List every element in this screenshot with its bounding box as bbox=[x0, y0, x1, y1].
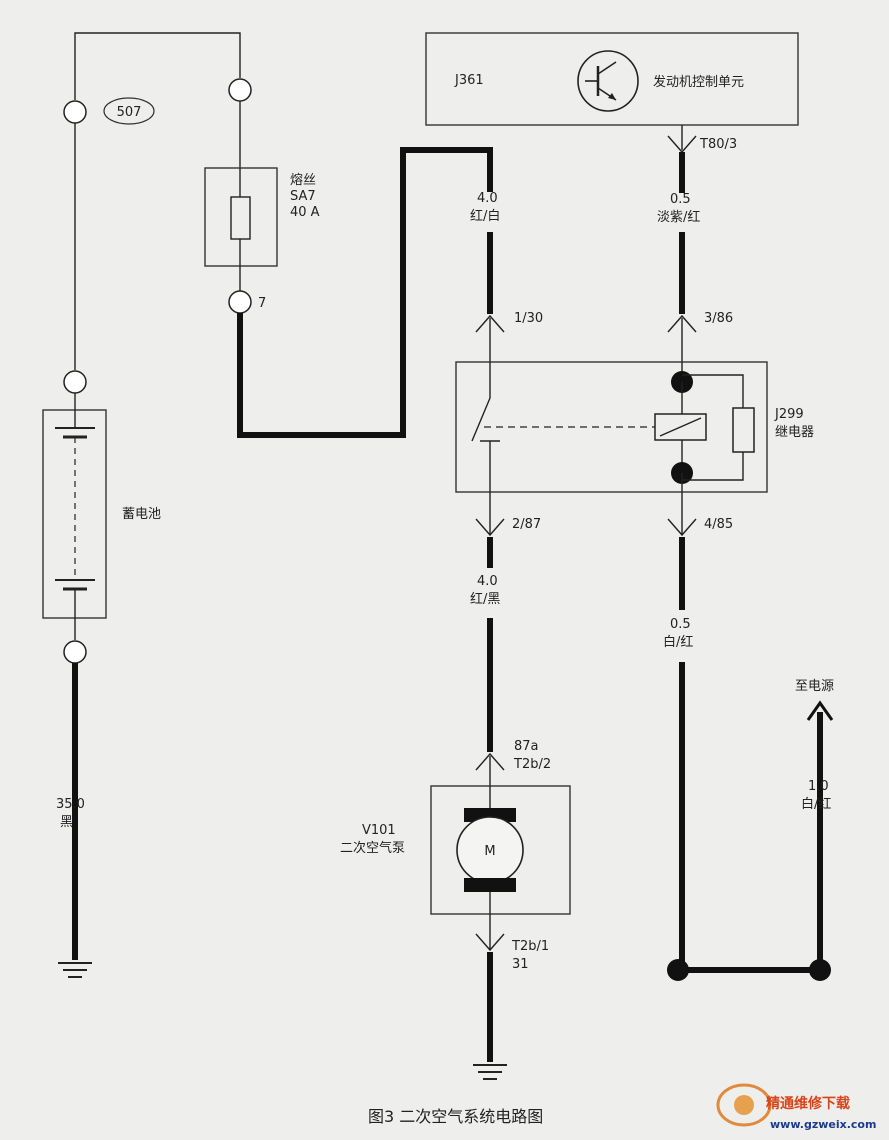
wire-fuse-relay-size: 4.0 bbox=[477, 191, 498, 206]
transistor-icon bbox=[577, 50, 639, 112]
wire-relay-power-size: 0.5 bbox=[670, 617, 691, 632]
terminal-circle bbox=[63, 100, 87, 124]
power-wire-size: 1.0 bbox=[808, 779, 829, 794]
terminal-circle bbox=[63, 370, 87, 394]
motor-brush-icon bbox=[464, 808, 516, 822]
connector-icon bbox=[475, 933, 505, 952]
pump-pin-top-2: T2b/2 bbox=[513, 757, 551, 772]
battery-label: 蓄电池 bbox=[122, 507, 161, 522]
motor-brush-icon bbox=[464, 878, 516, 892]
ground-icon bbox=[473, 1064, 507, 1080]
wire-relay-power-pin: 4/85 bbox=[704, 517, 733, 532]
relay: J299 继电器 bbox=[455, 361, 814, 493]
wire-fuse-relay-color: 红/白 bbox=[470, 208, 500, 224]
battery-wire-color: 黑 bbox=[60, 815, 73, 830]
pump-pin-bottom-1: T2b/1 bbox=[511, 939, 549, 954]
fuse-box bbox=[204, 167, 278, 267]
fuse-name: 熔丝 bbox=[290, 173, 316, 188]
terminal-circle bbox=[228, 78, 252, 102]
ecu-id: J361 bbox=[454, 73, 484, 88]
connector-icon bbox=[475, 752, 505, 771]
air-pump: M V101 二次空气泵 bbox=[340, 785, 571, 915]
wire-number-label: 507 bbox=[117, 105, 142, 120]
connector-icon bbox=[667, 314, 697, 333]
pump-id: V101 bbox=[362, 823, 396, 838]
wire-relay-pump-size: 4.0 bbox=[477, 574, 498, 589]
ecu-name: 发动机控制单元 bbox=[653, 74, 744, 90]
fuse-id: SA7 bbox=[290, 189, 316, 204]
watermark-name: 精通维修下载 bbox=[766, 1095, 850, 1112]
wire-fuse-relay bbox=[237, 147, 493, 438]
ecu-unit: J361 发动机控制单元 bbox=[425, 32, 799, 126]
ecu-pin: T80/3 bbox=[699, 137, 737, 152]
resistor-icon bbox=[732, 407, 755, 453]
watermark-url: www.gzweix.com bbox=[770, 1118, 876, 1131]
fuse: 熔丝 SA7 40 A 7 bbox=[204, 78, 320, 314]
relay-box bbox=[455, 361, 768, 493]
motor-label: M bbox=[484, 844, 495, 859]
arrow-up-icon bbox=[806, 700, 834, 721]
wire-number-bubble bbox=[103, 97, 155, 125]
wire-to-power bbox=[679, 662, 823, 973]
power-label: 至电源 bbox=[795, 679, 834, 694]
watermark: 精通维修下载 www.gzweix.com bbox=[716, 1083, 876, 1131]
wire-ecu-relay-size: 0.5 bbox=[670, 192, 691, 207]
terminal-circle bbox=[63, 640, 87, 664]
junction-dot bbox=[809, 959, 831, 981]
connector-icon bbox=[475, 314, 505, 333]
fuse-element-icon bbox=[230, 196, 251, 240]
relay-name: 继电器 bbox=[775, 425, 814, 440]
battery-wire-size: 35.0 bbox=[56, 797, 85, 812]
watermark-logo-icon bbox=[716, 1083, 772, 1127]
ecu-box bbox=[425, 32, 799, 126]
relay-coil-icon bbox=[654, 413, 707, 441]
battery-circuit: 507 蓄电池 35.0 黑 bbox=[42, 32, 241, 978]
terminal-circle bbox=[228, 290, 252, 314]
figure-caption: 图3 二次空气系统电路图 bbox=[368, 1107, 543, 1126]
relay-id: J299 bbox=[774, 407, 804, 422]
fuse-rating: 40 A bbox=[290, 205, 320, 220]
pump-pin-bottom-2: 31 bbox=[512, 957, 529, 972]
power-wire-color: 白/红 bbox=[801, 796, 831, 812]
ground-icon bbox=[58, 962, 92, 978]
wire-relay-pump-pin: 2/87 bbox=[512, 517, 541, 532]
connector-icon bbox=[475, 518, 505, 537]
junction-dot bbox=[667, 959, 689, 981]
wire-ecu-relay-pin: 3/86 bbox=[704, 311, 733, 326]
watermark-logo-icon bbox=[734, 1095, 754, 1115]
pump-name: 二次空气泵 bbox=[340, 840, 405, 856]
wire-fuse-relay-pin: 1/30 bbox=[514, 311, 543, 326]
connector-icon bbox=[667, 518, 697, 537]
wire-relay-pump-color: 红/黑 bbox=[470, 591, 500, 607]
wire-ecu-relay-color: 淡紫/红 bbox=[657, 209, 700, 225]
wire-relay-power-color: 白/红 bbox=[663, 634, 693, 650]
fuse-terminal: 7 bbox=[258, 296, 266, 311]
pump-box bbox=[430, 785, 571, 915]
switch-contact-icon bbox=[471, 397, 491, 442]
pump-pin-top-1: 87a bbox=[514, 739, 539, 754]
